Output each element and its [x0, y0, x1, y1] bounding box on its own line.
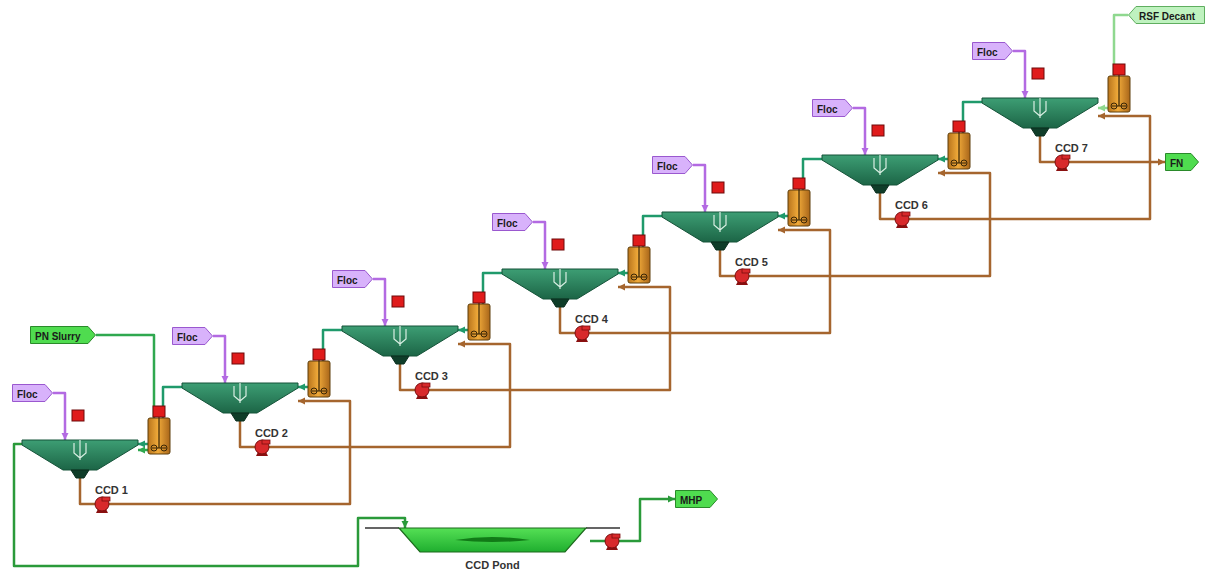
pump-symbol	[895, 212, 910, 228]
pipe-connector	[693, 165, 709, 212]
thickener: CCD 2	[182, 383, 298, 425]
tag-text: MHP	[680, 492, 702, 510]
instrument-tag	[793, 178, 805, 189]
instrument-tag	[1032, 68, 1044, 79]
thickener-label: CCD 1	[95, 484, 128, 497]
thickener-shape	[342, 326, 458, 368]
mix-tank	[628, 244, 650, 283]
pipe-connector	[590, 496, 675, 542]
thickener-label: CCD 7	[1055, 142, 1088, 155]
stream-tag: RSF Decant	[1128, 6, 1205, 24]
reagent-tag: Floc	[652, 156, 693, 174]
tag-text: Floc	[497, 215, 518, 233]
thickener-label: CCD 6	[895, 199, 928, 212]
thickener: CCD 1	[22, 440, 138, 482]
pond-shape	[395, 528, 590, 554]
thickener: CCD 6	[822, 155, 938, 197]
pipe-connector	[533, 222, 549, 269]
pipe-connector	[96, 335, 154, 454]
mix-tank	[468, 301, 490, 340]
thickener-label: CCD 4	[575, 313, 608, 326]
instrument-tag	[153, 406, 165, 417]
thickener: CCD 4	[502, 269, 618, 311]
pump-symbol	[255, 440, 270, 456]
mix-tank	[308, 358, 330, 397]
tag-text: Floc	[17, 386, 38, 404]
pipe-connector	[373, 279, 389, 326]
pump-symbol	[95, 497, 110, 513]
reagent-tag: Floc	[12, 384, 53, 402]
instrument-tag	[953, 121, 965, 132]
thickener-label: CCD 2	[255, 427, 288, 440]
thickener-label: CCD 5	[735, 256, 768, 269]
mix-tank	[788, 187, 810, 226]
thickener-shape	[982, 98, 1098, 140]
pump-symbol	[605, 534, 620, 550]
thickener-shape	[502, 269, 618, 311]
instrument-tag	[313, 349, 325, 360]
instrument-tag	[712, 182, 724, 193]
pump-symbol	[575, 326, 590, 342]
tag-text: Floc	[657, 158, 678, 176]
instrument-tag	[633, 235, 645, 246]
stream-tag: MHP	[675, 490, 718, 508]
pond-label: CCD Pond	[395, 559, 590, 572]
mix-tank	[948, 130, 970, 169]
mix-tank	[1108, 73, 1130, 112]
tag-text: FN	[1170, 155, 1183, 173]
thickener-shape	[662, 212, 778, 254]
tag-text: Floc	[337, 272, 358, 290]
thickener: CCD 7	[982, 98, 1098, 140]
reagent-tag: Floc	[172, 327, 213, 345]
mix-tank	[148, 415, 170, 454]
tag-text: RSF Decant	[1139, 8, 1195, 26]
reagent-tag: Floc	[812, 99, 853, 117]
pipe-connector	[1013, 51, 1029, 98]
thickener: CCD 5	[662, 212, 778, 254]
pond: CCD Pond	[395, 528, 590, 554]
thickener-shape	[22, 440, 138, 482]
pump-symbol	[1055, 155, 1070, 171]
thickener-label: CCD 3	[415, 370, 448, 383]
pipe-connector	[53, 393, 69, 440]
tag-text: Floc	[177, 329, 198, 347]
stream-tag: FN	[1165, 153, 1199, 171]
tag-text: Floc	[977, 44, 998, 62]
instrument-tag	[473, 292, 485, 303]
reagent-tag: Floc	[492, 213, 533, 231]
pipe-connector	[853, 108, 869, 155]
reagent-tag: Floc	[332, 270, 373, 288]
stream-tag: PN Slurry	[30, 326, 96, 344]
thickener-shape	[182, 383, 298, 425]
thickener: CCD 3	[342, 326, 458, 368]
tag-text: PN Slurry	[35, 328, 81, 346]
tag-text: Floc	[817, 101, 838, 119]
reagent-tag: Floc	[972, 42, 1013, 60]
instrument-tag	[872, 125, 884, 136]
instrument-tag	[1113, 64, 1125, 75]
pump-symbol	[415, 383, 430, 399]
thickener-shape	[822, 155, 938, 197]
pump-symbol	[735, 269, 750, 285]
instrument-tag	[72, 410, 84, 421]
pipe-connector	[213, 336, 229, 383]
instrument-tag	[232, 353, 244, 364]
instrument-tag	[392, 296, 404, 307]
instrument-tag	[552, 239, 564, 250]
